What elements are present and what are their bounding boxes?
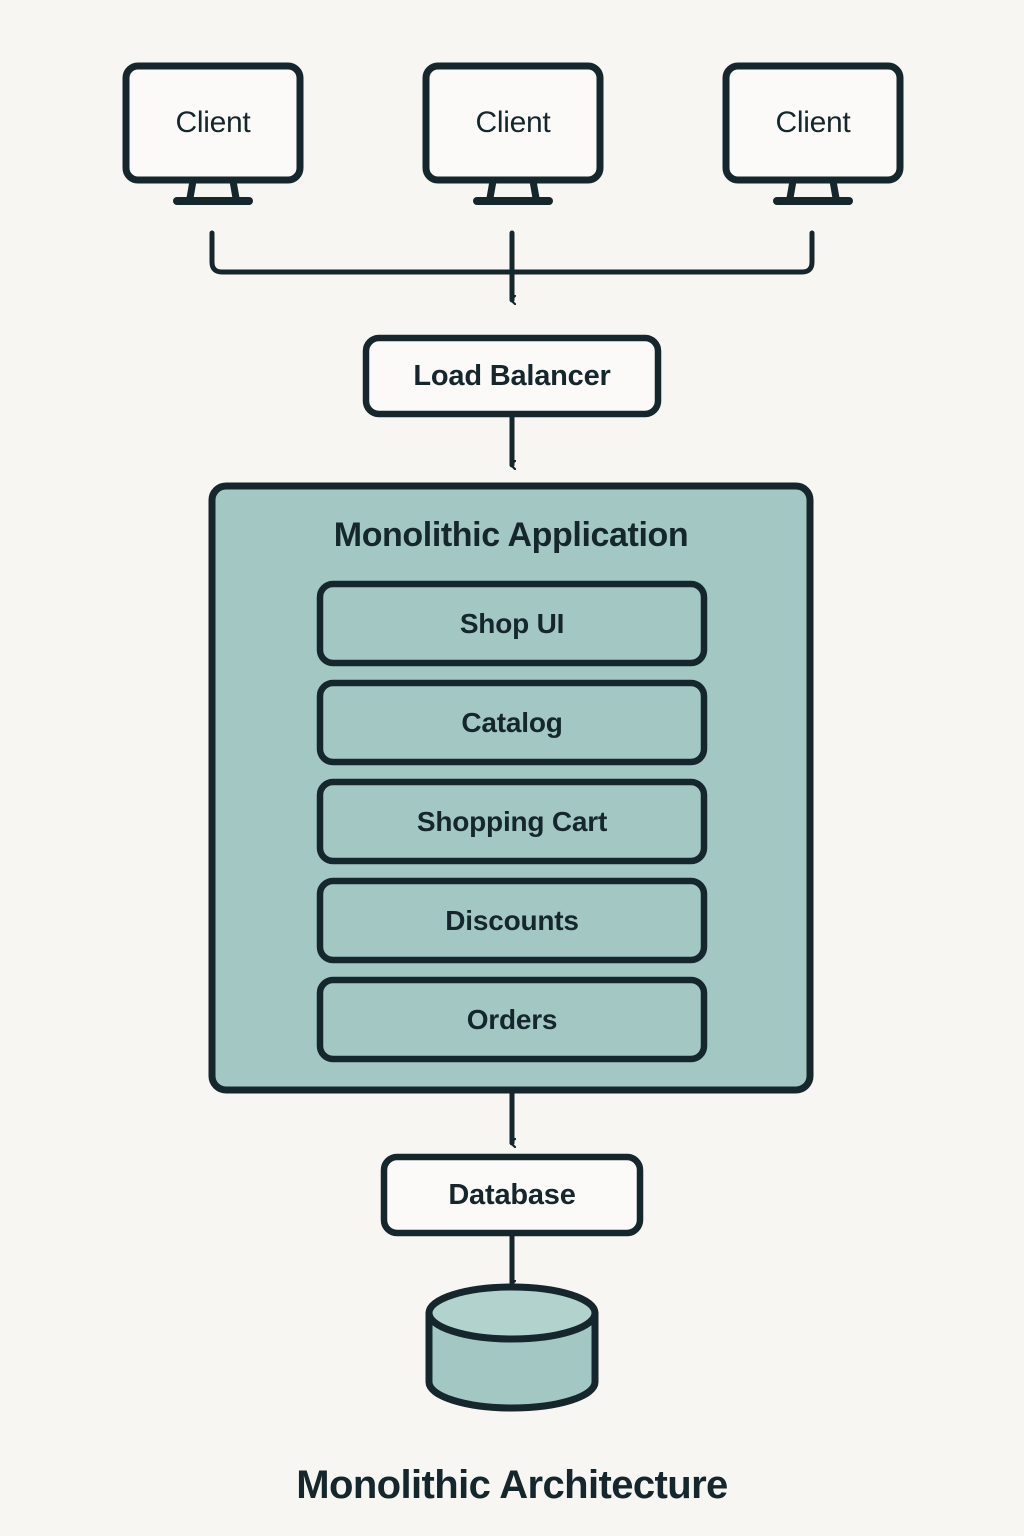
load-balancer-label: Load Balancer	[413, 359, 611, 392]
client-label-2: Client	[475, 106, 551, 139]
monitor-stand-icon	[486, 180, 540, 199]
database-cylinder-icon[interactable]	[425, 1283, 599, 1412]
client-label-1: Client	[175, 106, 251, 139]
database-label: Database	[448, 1178, 576, 1211]
module-label-orders: Orders	[466, 1003, 558, 1035]
cylinder-top	[425, 1283, 599, 1343]
bracket-path	[209, 230, 815, 275]
module-label-shopping-cart: Shopping Cart	[416, 805, 608, 837]
cylinder-body	[425, 1309, 599, 1412]
monolithic-application-title: Monolithic Application	[333, 516, 689, 554]
module-label-shop-ui: Shop UI	[459, 607, 565, 639]
module-label-discounts: Discounts	[445, 904, 579, 936]
module-label-catalog: Catalog	[461, 706, 563, 738]
monitor-stand-icon	[186, 180, 240, 199]
connector-clients-to-load-balancer	[209, 230, 815, 300]
client-label-3: Client	[775, 106, 851, 139]
monitor-stand-icon	[786, 180, 840, 199]
diagram-title: Monolithic Architecture	[296, 1463, 728, 1507]
